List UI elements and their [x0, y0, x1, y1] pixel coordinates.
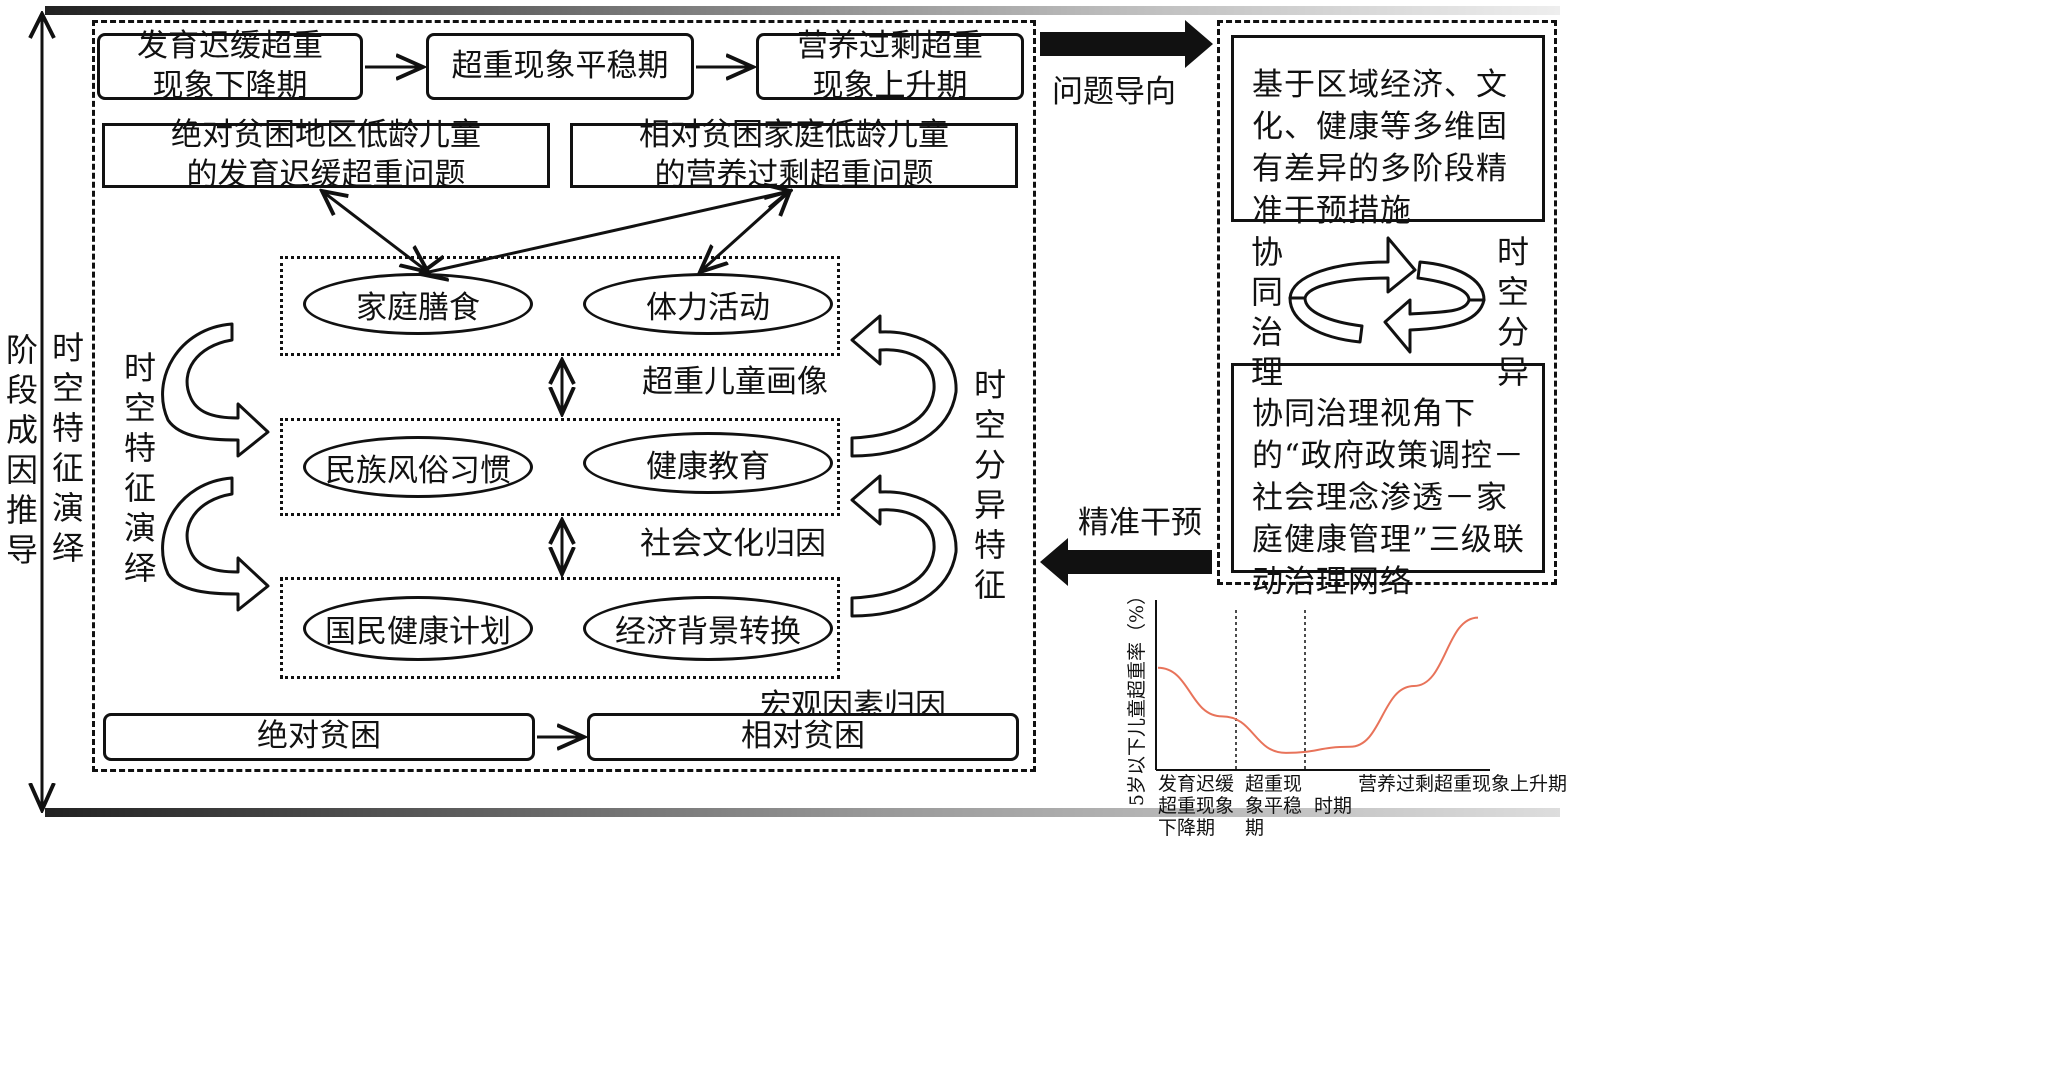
stage-label-3: 营养过剩超重现象上升期	[797, 27, 983, 104]
left-curve-label: 时空特征演绎	[123, 349, 156, 587]
chart-xlabel: 时期	[1314, 795, 1353, 817]
problem-orientation-label: 问题导向	[1052, 74, 1176, 110]
problem2-link-arrow-right	[700, 191, 790, 272]
right-curved-arrow-1	[850, 314, 958, 458]
chart-xcat-3: 营养过剩超重现象上升期	[1358, 773, 1568, 795]
group-frame-3	[280, 577, 840, 679]
stage-box-1: 发育迟缓超重现象下降期	[97, 28, 363, 104]
stage-box-2: 超重现象平稳期	[426, 33, 694, 100]
left-dashed-frame	[92, 20, 1036, 772]
factor-label: 健康教育	[646, 448, 770, 485]
stage-box-3: 营养过剩超重现象上升期	[756, 28, 1024, 104]
chart-curve	[1157, 616, 1479, 754]
right-dashed-frame	[1217, 20, 1557, 585]
relative-poverty-label: 相对贫困	[741, 718, 865, 755]
inner-side-label: 时空特征演绎	[51, 329, 84, 567]
factor-ellipse-ethnic-customs: 民族风俗习惯	[303, 436, 533, 498]
factor-label: 经济背景转换	[615, 614, 801, 650]
group-label-2: 社会文化归因	[640, 526, 826, 562]
right-top-text: 基于区域经济、文化、健康等多维固有差异的多阶段精准干预措施	[1252, 67, 1508, 229]
cycle-arrows	[1288, 236, 1486, 354]
right-curved-arrow-2	[850, 474, 958, 618]
right-bottom-box	[1231, 363, 1545, 573]
problem2-link-arrow-left	[420, 191, 790, 274]
right-bottom-text: 协同治理视角下的“政府政策调控－社会理念渗透－家庭健康管理”三级联动治理网络	[1252, 396, 1525, 600]
problem1-link-arrow	[322, 191, 428, 272]
factor-ellipse-health-education: 健康教育	[583, 432, 833, 494]
bottom-gradient-bar	[45, 808, 1560, 817]
factor-label: 家庭膳食	[356, 289, 480, 326]
factor-ellipse-national-health-plan: 国民健康计划	[303, 596, 533, 661]
cycle-left-label: 协同治理	[1250, 233, 1283, 391]
factor-ellipse-physical-activity: 体力活动	[583, 273, 833, 335]
group-frame-2	[280, 418, 840, 516]
stage-label-1: 发育迟缓超重现象下降期	[137, 27, 323, 104]
factor-label: 国民健康计划	[325, 614, 511, 650]
cycle-right-label: 时空分异	[1496, 233, 1529, 391]
group-label-1: 超重儿童画像	[642, 364, 828, 400]
stage-label-2: 超重现象平稳期	[451, 47, 669, 84]
precise-intervention-arrow	[1040, 538, 1212, 586]
relative-poverty-box: 相对贫困	[587, 713, 1019, 761]
problem-label-2: 相对贫困家庭低龄儿童的营养过剩超重问题	[639, 116, 949, 193]
left-curved-arrow-2	[161, 476, 270, 612]
chart-xcat-2: 超重现象平稳期	[1245, 773, 1303, 839]
problem-orientation-arrow	[1040, 20, 1213, 68]
problem-box-1: 绝对贫困地区低龄儿童的发育迟缓超重问题	[102, 117, 550, 193]
factor-label: 体力活动	[646, 289, 770, 326]
left-curved-arrow-1	[161, 322, 270, 458]
right-curve-label: 时空分异特征	[973, 366, 1006, 604]
precise-intervention-label: 精准干预	[1078, 505, 1202, 541]
problem-box-2: 相对贫困家庭低龄儿童的营养过剩超重问题	[570, 117, 1018, 193]
chart-area	[1155, 600, 1490, 771]
factor-label: 民族风俗习惯	[325, 452, 511, 489]
factor-ellipse-economic-background: 经济背景转换	[583, 596, 833, 661]
chart-xcat-1: 发育迟缓超重现象下降期	[1158, 773, 1235, 839]
problem-label-1: 绝对贫困地区低龄儿童的发育迟缓超重问题	[171, 116, 481, 193]
absolute-poverty-box: 绝对贫困	[103, 713, 535, 761]
factor-ellipse-family-diet: 家庭膳食	[303, 273, 533, 335]
right-top-box	[1231, 35, 1545, 222]
top-gradient-bar	[45, 6, 1560, 15]
absolute-poverty-label: 绝对贫困	[257, 718, 381, 755]
